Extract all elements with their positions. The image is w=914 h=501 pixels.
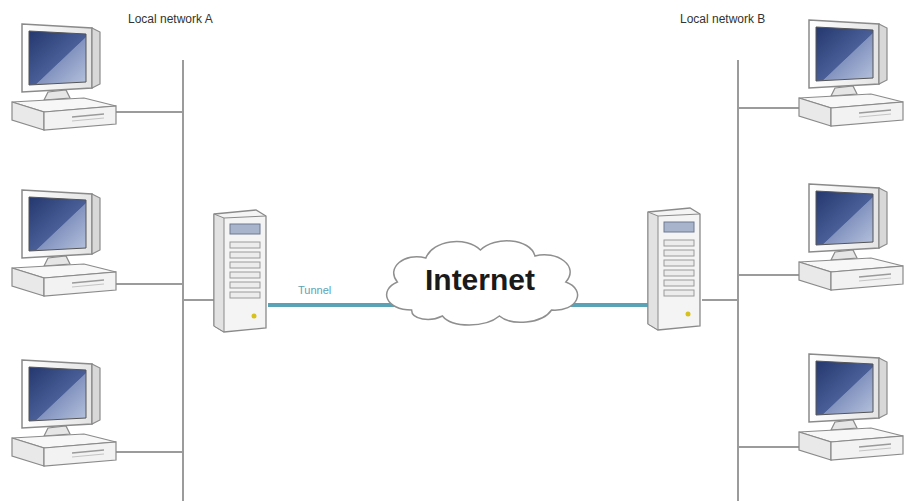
network-label: Local network B xyxy=(680,12,765,26)
cloud-outline xyxy=(386,241,577,325)
network-label: Local network A xyxy=(128,12,213,26)
cloud-label: Internet xyxy=(421,263,539,297)
cloud-node: Internet xyxy=(376,232,585,328)
tunnel-label: Tunnel xyxy=(298,284,331,296)
